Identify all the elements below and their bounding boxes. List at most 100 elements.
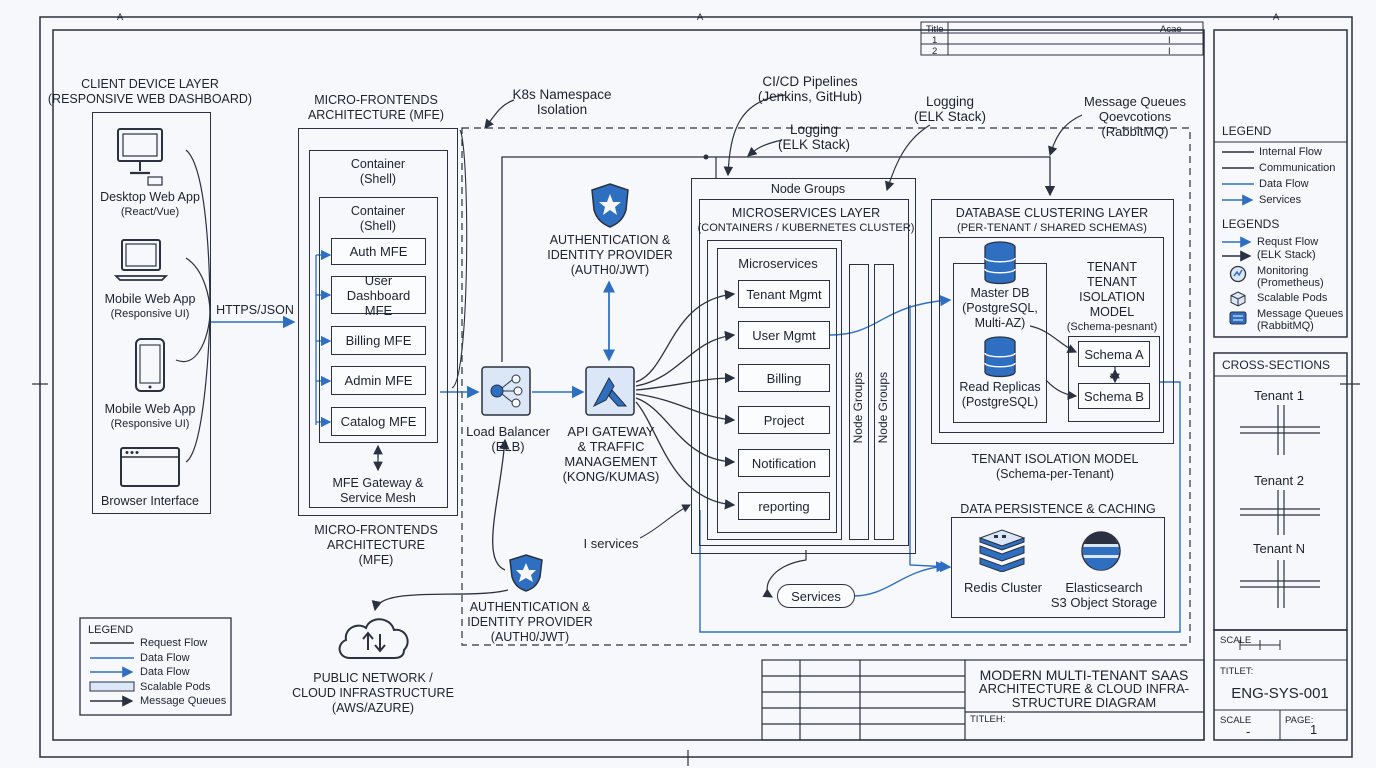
legend-item: Data Flow xyxy=(140,666,190,678)
tenant-isolation-model-caption: TENANT ISOLATION MODEL(Schema-per-Tenant… xyxy=(971,452,1139,481)
cross-section-n xyxy=(1240,560,1320,608)
logging-label-1: Logging(ELK Stack) xyxy=(777,122,851,152)
legend-left-swatches xyxy=(89,642,135,707)
logging-label-2: Logging(ELK Stack) xyxy=(913,94,987,124)
billing-service[interactable]: Billing xyxy=(738,364,830,392)
browser-icon xyxy=(119,446,181,495)
phone-icon xyxy=(134,337,168,400)
drawing-number: ENG-SYS-001 xyxy=(1231,685,1329,702)
legend-item: Monitoring xyxy=(1257,265,1309,277)
legend-item: Requst Flow xyxy=(1257,236,1319,248)
legend-item: Internal Flow xyxy=(1259,146,1322,158)
project-service[interactable]: Project xyxy=(738,406,830,434)
cross-section-2 xyxy=(1240,490,1320,535)
tenant-n-label: Tenant N xyxy=(1252,541,1306,556)
legends-title: LEGENDS xyxy=(1222,217,1280,231)
legend-left-title: LEGEND xyxy=(88,624,134,636)
user-mgmt-service[interactable]: User Mgmt xyxy=(738,321,830,349)
microservices-inner-box xyxy=(717,248,837,533)
shield-icon xyxy=(589,182,631,233)
client-layer-title: CLIENT DEVICE LAYER(RESPONSIVE WEB DASHB… xyxy=(47,77,253,106)
microservices-layer-title: MICROSERVICES LAYER(CONTAINERS / KUBERNE… xyxy=(697,206,915,234)
monitoring-icon xyxy=(1229,265,1247,288)
i-services-label: I services xyxy=(583,536,639,551)
database-icon xyxy=(983,241,1017,290)
mfe-gateway-label: MFE Gateway &Service Mesh xyxy=(332,476,424,505)
title-table-cell: 1 xyxy=(932,35,938,46)
database-layer-inner-box xyxy=(939,237,1164,433)
read-replicas-label: Read Replicas(PostgreSQL) xyxy=(959,380,1041,409)
legend-item: Communication xyxy=(1259,162,1336,174)
mfe-outer-container-label: Container(Shell) xyxy=(350,157,406,186)
legend-item: (ELK Stack) xyxy=(1257,249,1316,261)
schema-a[interactable]: Schema A xyxy=(1078,341,1150,367)
node-groups-box xyxy=(691,178,916,554)
microservices-outer-box xyxy=(707,240,842,540)
schema-b[interactable]: Schema B xyxy=(1078,383,1150,409)
title-block-title: MODERN MULTI-TENANT SAAS ARCHITECTURE & … xyxy=(978,667,1190,710)
api-gateway-icon[interactable] xyxy=(585,366,635,421)
redis-label: Redis Cluster xyxy=(963,580,1043,595)
cross-section-1 xyxy=(1240,405,1320,455)
queue-icon xyxy=(1229,309,1247,332)
database-layer-outer-box xyxy=(931,199,1174,444)
legend-item: Scalable Pods xyxy=(1257,292,1328,304)
mfe-outer-box xyxy=(298,128,458,516)
cross-sections-title: CROSS-SECTIONS xyxy=(1222,358,1331,372)
mfe-inner-container-box xyxy=(319,197,438,443)
title-table-cell: 2 xyxy=(932,46,938,57)
mfe-inner-container-label: Container(Shell) xyxy=(350,204,406,233)
https-json-label: HTTPS/JSON xyxy=(216,303,294,317)
device-desktop-label: Desktop Web App(React/Vue) xyxy=(100,190,200,218)
auth-mfe[interactable]: Auth MFE xyxy=(331,238,426,265)
title-table-cell: I xyxy=(1168,35,1171,46)
user-dashboard-mfe[interactable]: User Dashboard MFE xyxy=(331,273,426,318)
database-icon xyxy=(983,336,1017,383)
admin-mfe[interactable]: Admin MFE xyxy=(331,366,426,395)
device-laptop-label: Mobile Web App(Responsive UI) xyxy=(104,292,196,320)
cloud-icon xyxy=(334,612,414,669)
persistence-title: DATA PERSISTENCE & CACHING xyxy=(960,502,1156,516)
tenant-1-label: Tenant 1 xyxy=(1254,388,1304,403)
legend-item: Data Flow xyxy=(140,652,190,664)
client-layer-box xyxy=(92,112,211,514)
title-table-header: Title xyxy=(926,24,944,35)
tenant-2-label: Tenant 2 xyxy=(1254,473,1304,488)
catalog-mfe[interactable]: Catalog MFE xyxy=(331,407,426,436)
device-browser-label: Browser Interface xyxy=(101,494,199,508)
microservices-inner-title: Microservices xyxy=(738,256,818,271)
public-network-label: PUBLIC NETWORK /CLOUD INFRASTRUCTURE(AWS… xyxy=(292,671,454,715)
master-db-label: Master DB(PostgreSQL,Multi-AZ) xyxy=(962,286,1038,330)
scale-label-2: SCALE xyxy=(1220,715,1252,726)
scale-value: - xyxy=(1246,724,1251,739)
legend-item: Message Queues xyxy=(140,695,227,707)
auth-bottom-label: AUTHENTICATION &IDENTITY PROVIDER(AUTH0/… xyxy=(467,600,593,644)
tenant-mgmt-service[interactable]: Tenant Mgmt xyxy=(738,280,830,308)
database-layer-title: DATABASE CLUSTERING LAYER(PER-TENANT / S… xyxy=(955,206,1149,234)
notification-service[interactable]: Notification xyxy=(738,449,830,477)
node-group-column-label: Node Groups xyxy=(851,372,865,444)
titlet-label: TITLET: xyxy=(1220,666,1254,677)
monitor-icon xyxy=(116,127,164,192)
load-balancer-icon[interactable] xyxy=(481,366,531,421)
legend-item: Message Queues xyxy=(1257,308,1344,320)
title-table-cell: I xyxy=(1168,46,1171,57)
scale-label: SCALE xyxy=(1220,635,1252,646)
redis-icon xyxy=(976,528,1028,577)
titleh-label: TITLEH: xyxy=(970,714,1006,725)
billing-mfe[interactable]: Billing MFE xyxy=(331,326,426,355)
legend-item: (RabbitMQ) xyxy=(1257,320,1314,332)
cicd-label: CI/CD Pipelines(Jenkins, GitHub) xyxy=(757,74,863,104)
reporting-service[interactable]: reporting xyxy=(738,492,830,520)
schema-ellipsis: ... xyxy=(1108,366,1120,380)
schema-stack-box xyxy=(1068,336,1160,422)
node-group-column xyxy=(874,264,894,540)
shield-icon xyxy=(508,553,544,598)
services-pill[interactable]: Services xyxy=(777,584,855,608)
